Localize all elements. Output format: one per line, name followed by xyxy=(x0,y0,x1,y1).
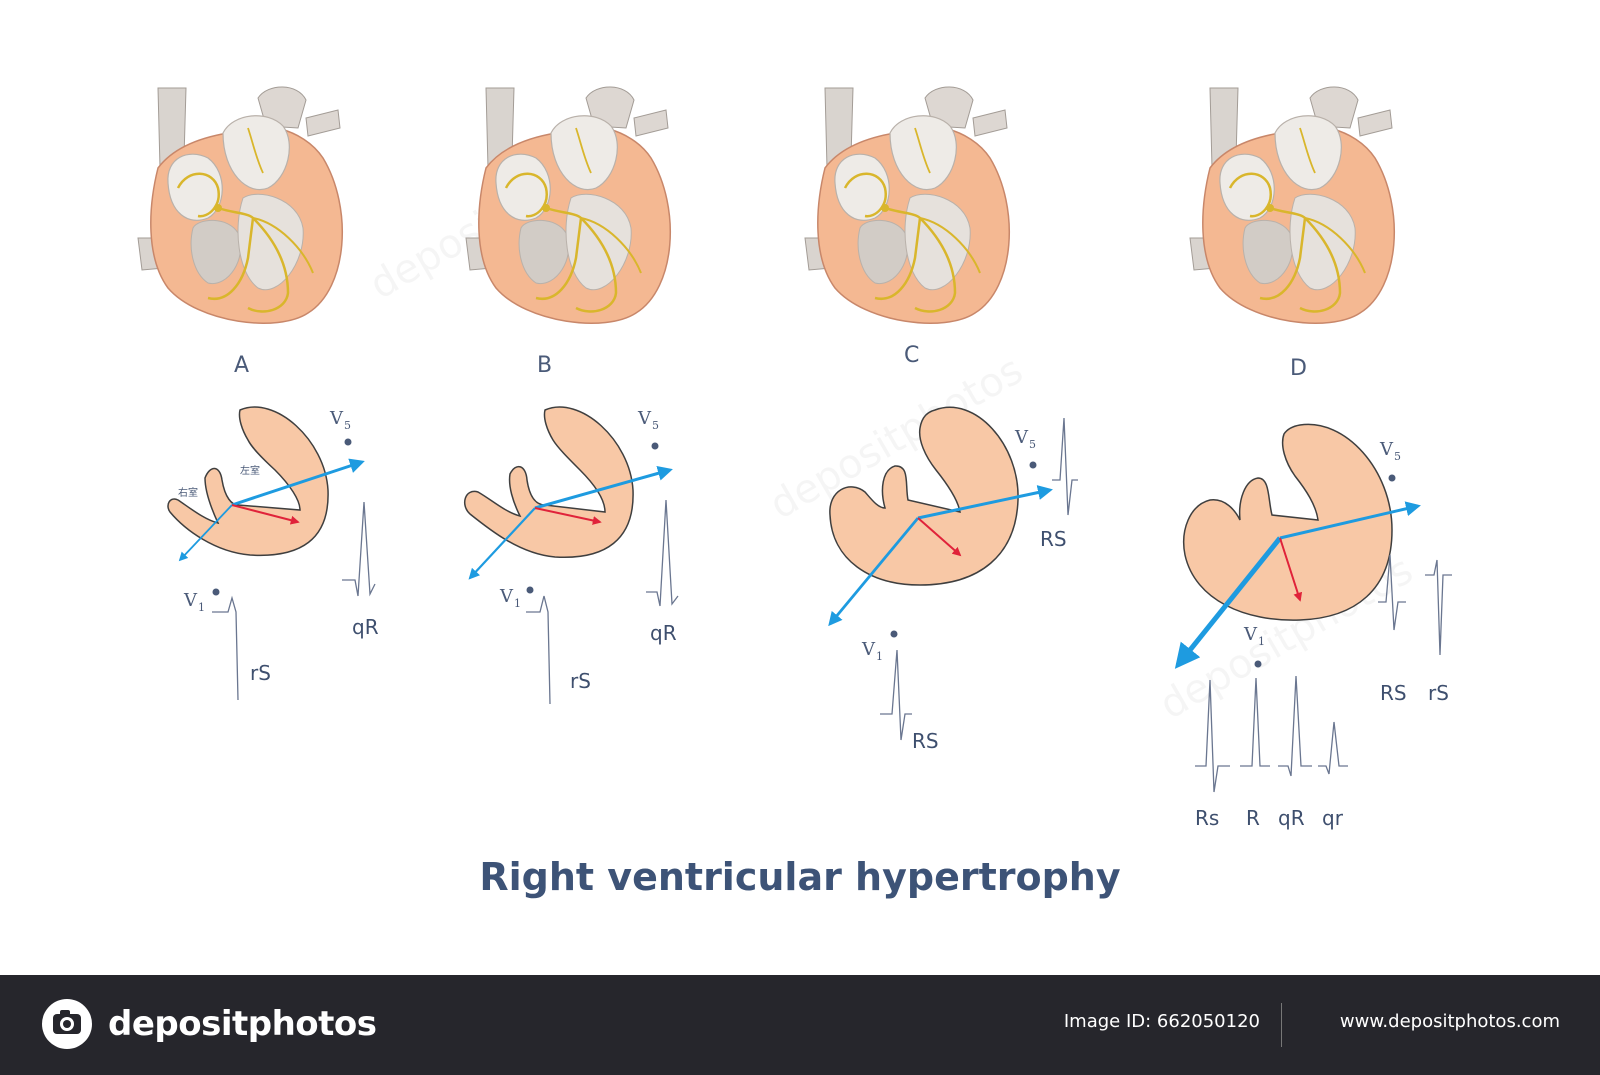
footer-divider xyxy=(1281,1003,1282,1047)
ecg-trace-qr-d xyxy=(1278,675,1312,777)
ecg-trace-qr-a xyxy=(342,501,376,597)
footer-site-link[interactable]: www.depositphotos.com xyxy=(1339,1011,1560,1032)
electrode-icon xyxy=(212,588,220,596)
electrode-icon xyxy=(1388,474,1396,482)
ecg-trace-rs-d-1 xyxy=(1195,679,1230,793)
wave-label-c-v1: RS xyxy=(912,729,939,753)
diagram-figure: depositphotos depositphotos depositphoto… xyxy=(136,85,1452,899)
lead-v5-b: V xyxy=(637,408,652,429)
ecg-trace-rs-a xyxy=(212,595,239,701)
panel-letter-b: B xyxy=(537,353,552,378)
footer-brand: depositphotos xyxy=(108,1004,377,1044)
ventricle-section-d xyxy=(1183,423,1393,621)
electrode-icon xyxy=(526,586,534,594)
ecg-trace-qr-small-d xyxy=(1318,721,1348,775)
diagram-svg: depositphotos depositphotos depositphoto… xyxy=(136,85,1452,899)
footer-image-id: Image ID: 662050120 xyxy=(1063,1011,1260,1032)
ecg-trace-qr-b xyxy=(646,499,679,607)
lead-v5-sub-c: 5 xyxy=(1029,438,1036,451)
heart-illustration-d xyxy=(1188,85,1396,325)
panel-letter-d: D xyxy=(1290,356,1307,381)
ventricle-section-c xyxy=(829,406,1019,586)
ecg-trace-rs-c-v1 xyxy=(880,649,912,741)
lead-v1-c: V xyxy=(861,639,876,660)
wave-label-b-v1: rS xyxy=(570,669,591,693)
lead-v1-sub-a: 1 xyxy=(198,601,205,614)
wave-label-a-v5: qR xyxy=(352,615,379,639)
panel-letter-c: C xyxy=(904,343,919,368)
electrode-markers xyxy=(212,438,1396,668)
blue-vector-v1-d xyxy=(1174,536,1282,669)
wave-label-a-v1: rS xyxy=(250,661,271,685)
lead-v1-d: V xyxy=(1243,624,1258,645)
panel-d: V 5 V 1 RS rS Rs R qR qr xyxy=(1174,423,1452,830)
wave-label-d-v1-1: Rs xyxy=(1195,806,1219,830)
panel-b: V 5 V 1 rS qR xyxy=(463,406,679,705)
ecg-trace-rs-d-v5 xyxy=(1378,554,1406,631)
lead-v5-a: V xyxy=(329,408,344,429)
wave-label-d-v5-2: rS xyxy=(1428,681,1449,705)
wave-label-d-v5-1: RS xyxy=(1380,681,1407,705)
red-vector-d xyxy=(1279,537,1303,602)
lead-v5-d: V xyxy=(1379,439,1394,460)
blue-vector-v5-d xyxy=(1279,501,1421,540)
red-vector-b xyxy=(534,507,602,525)
label-right-ventricle: 右室 xyxy=(178,486,198,499)
lead-v5-sub-b: 5 xyxy=(652,419,659,432)
wave-label-c-v5: RS xyxy=(1040,527,1067,551)
lead-v1-sub-d: 1 xyxy=(1258,635,1265,648)
diagram-title: Right ventricular hypertrophy xyxy=(479,855,1120,899)
heart-illustration-c xyxy=(803,85,1011,325)
electrode-icon xyxy=(344,438,352,446)
panel-a: 右室 左室 V 5 V 1 rS qR xyxy=(167,406,379,701)
lead-v5-sub-a: 5 xyxy=(344,419,351,432)
lead-v5-c: V xyxy=(1014,427,1029,448)
lead-v1-sub-c: 1 xyxy=(876,650,883,663)
ecg-trace-rs-d-v6 xyxy=(1425,559,1452,656)
wave-label-d-v1-3: qR xyxy=(1278,806,1305,830)
label-left-ventricle: 左室 xyxy=(240,464,260,477)
blue-vector-v5-a xyxy=(231,458,365,507)
ventricle-section-a xyxy=(167,406,329,557)
electrode-icon xyxy=(1029,461,1037,469)
electrode-icon xyxy=(1254,660,1262,668)
blue-vector-v5-c xyxy=(917,485,1053,520)
red-vector-a xyxy=(231,504,300,525)
blue-vector-v1-c xyxy=(828,517,920,627)
footer-bar: depositphotos Image ID: 662050120 www.de… xyxy=(0,975,1600,1075)
blue-vector-v1-b xyxy=(468,507,536,580)
electrode-icon xyxy=(651,442,659,450)
panel-c: V 5 V 1 RS RS xyxy=(828,406,1078,753)
lead-v1-b: V xyxy=(499,586,514,607)
wave-label-b-v5: qR xyxy=(650,621,677,645)
lead-v5-sub-d: 5 xyxy=(1394,450,1401,463)
camera-icon xyxy=(42,999,92,1049)
electrode-icon xyxy=(890,630,898,638)
ventricle-section-b xyxy=(463,406,634,559)
panel-letter-a: A xyxy=(234,353,249,378)
blue-vector-v5-b xyxy=(534,466,673,510)
heart-illustration-a xyxy=(136,85,344,325)
wave-label-d-v1-2: R xyxy=(1246,806,1260,830)
lead-v1-sub-b: 1 xyxy=(514,597,521,610)
ecg-trace-r-d xyxy=(1240,677,1270,767)
ecg-trace-rs-c-v5 xyxy=(1052,417,1078,516)
heart-illustration-b xyxy=(464,85,672,325)
wave-label-d-v1-4: qr xyxy=(1322,806,1344,830)
lead-v1-a: V xyxy=(183,590,198,611)
red-vector-c xyxy=(917,517,962,557)
footer-logo[interactable]: depositphotos xyxy=(40,997,377,1051)
ecg-trace-rs-b xyxy=(526,595,551,705)
blue-vector-v1-a xyxy=(178,504,233,562)
